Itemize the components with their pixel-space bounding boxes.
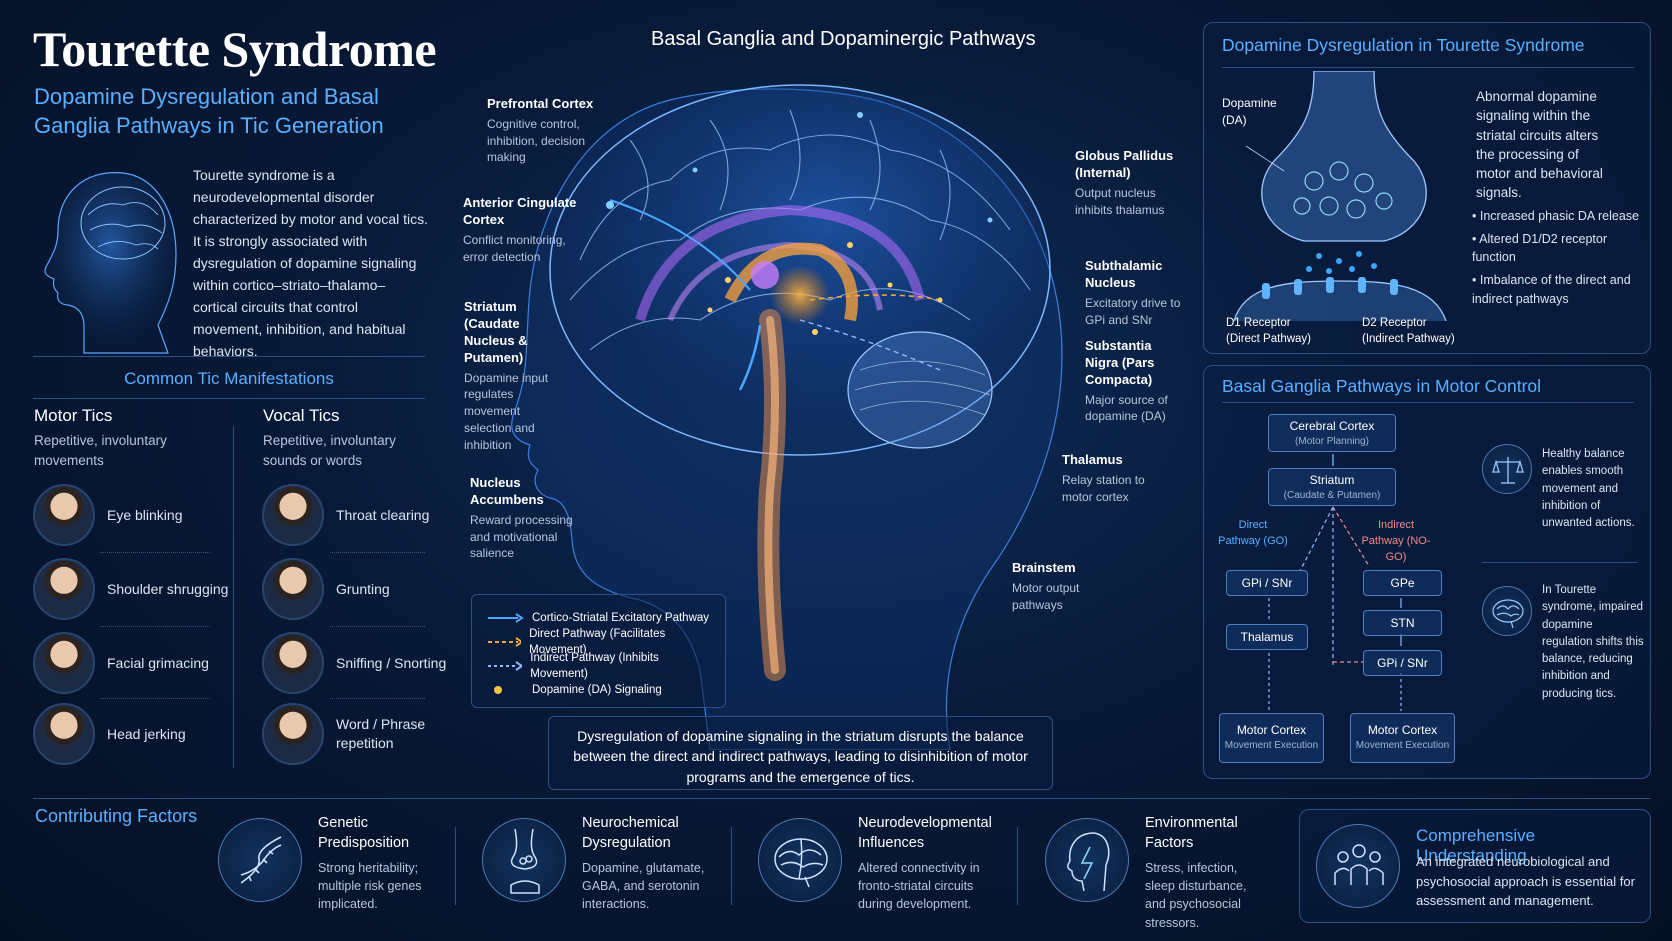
label-subthalamic-nucleus: Subthalamic Nucleus Excitatory drive to … [1085, 258, 1181, 327]
flow-gpe: GPe [1363, 570, 1442, 596]
synapse-illustration [1233, 71, 1447, 321]
legend-item-indirect: Indirect Pathway (Inhibits Movement) [486, 652, 711, 680]
head-lightning-icon [1045, 818, 1129, 902]
vocal-tics-title: Vocal Tics [263, 406, 340, 425]
avatar [33, 558, 95, 620]
label-substantia-nigra: Substantia Nigra (Pars Compacta) Major s… [1085, 338, 1168, 424]
dopamine-panel-desc: Abnormal dopamine signaling within the s… [1476, 89, 1603, 201]
factors-heading: Contributing Factors [35, 806, 198, 826]
arrow-icon [488, 661, 523, 671]
d2-receptor-label: D2 Receptor (Indirect Pathway) [1362, 317, 1455, 346]
tic-vocal-4: Word / Phrase repetition [262, 703, 436, 765]
legend-item-cortico-striatal: Cortico-Striatal Excitatory Pathway [486, 606, 711, 630]
page-title: Tourette Syndrome [33, 21, 437, 77]
factor-genetic: Genetic Predisposition Strong heritabili… [318, 815, 422, 912]
direct-pathway-label: Direct Pathway (GO) [1218, 519, 1288, 547]
vocal-tics-desc: Repetitive, involuntary sounds or words [263, 433, 396, 468]
brain-illustration [511, 84, 1063, 750]
pathway-connectors [1268, 454, 1402, 711]
head-brain-icon [44, 172, 177, 354]
factor-environmental: Environmental Factors Stress, infection,… [1145, 815, 1247, 930]
tic-motor-3: Facial grimacing [33, 632, 209, 694]
brain-title: Basal Ganglia and Dopaminergic Pathways [651, 28, 1036, 50]
healthy-balance-text: Healthy balance enables smooth movement … [1542, 448, 1635, 529]
pathways-panel-title: Basal Ganglia Pathways in Motor Control [1222, 376, 1542, 396]
label-prefrontal-cortex: Prefrontal Cortex Cognitive control, inh… [487, 96, 594, 165]
dopamine-panel: Dopamine Dysregulation in Tourette Syndr… [1203, 22, 1651, 354]
d1-receptor-label: D1 Receptor (Direct Pathway) [1226, 317, 1311, 346]
flow-cerebral-cortex: Cerebral Cortex(Motor Planning) [1268, 414, 1396, 452]
arrow-icon [488, 613, 524, 623]
tourette-balance-text: In Tourette syndrome, impaired dopamine … [1542, 584, 1644, 700]
flow-gpi-snr-indirect: GPi / SNr [1363, 650, 1442, 676]
tic-vocal-2: Grunting [262, 558, 390, 620]
label-nucleus-accumbens: Nucleus Accumbens Reward processing and … [470, 475, 573, 561]
label-globus-pallidus: Globus Pallidus (Internal) Output nucleu… [1075, 148, 1174, 217]
comprehensive-panel: Comprehensive Understanding An integrate… [1299, 809, 1651, 923]
dna-icon [218, 818, 302, 902]
tic-motor-4: Head jerking [33, 703, 186, 765]
dot-icon [494, 686, 502, 694]
legend-item-direct: Direct Pathway (Facilitates Movement) [486, 628, 711, 656]
bullet-item: • Increased phasic DA release [1472, 209, 1639, 223]
motor-tics-title: Motor Tics [34, 406, 113, 425]
subtitle-line-2: Ganglia Pathways in Tic Generation [34, 113, 384, 139]
avatar [33, 632, 95, 694]
avatar [262, 484, 324, 546]
tic-motor-2: Shoulder shrugging [33, 558, 228, 620]
legend-item-dopamine: Dopamine (DA) Signaling [486, 678, 711, 702]
factor-neurodevelopmental: Neurodevelopmental Influences Altered co… [858, 815, 992, 912]
avatar [33, 484, 95, 546]
factor-neurochemical: Neurochemical Dysregulation Dopamine, gl… [582, 815, 705, 912]
bullet-item: • Imbalance of the direct and indirect p… [1472, 273, 1631, 306]
indirect-pathway-label: Indirect Pathway (NO-GO) [1361, 519, 1431, 563]
avatar [33, 703, 95, 765]
da-label: Dopamine (DA) [1222, 96, 1277, 127]
comprehensive-desc: An integrated neurobiological and psycho… [1416, 854, 1635, 908]
flow-gpi-snr-direct: GPi / SNr [1226, 570, 1308, 596]
bullet-item: • Altered D1/D2 receptor function [1472, 232, 1608, 265]
motor-tics-desc: Repetitive, involuntary movements [34, 433, 167, 468]
brain-icon [1482, 586, 1532, 636]
scales-icon [1482, 444, 1532, 494]
avatar [262, 632, 324, 694]
flow-striatum: Striatum(Caudate & Putamen) [1268, 468, 1396, 506]
synapse-icon [482, 818, 566, 902]
arrow-icon [488, 637, 522, 647]
team-icon [1316, 824, 1400, 908]
intro-text: Tourette syndrome is a neurodevelopmenta… [193, 167, 428, 359]
label-anterior-cingulate: Anterior Cingulate Cortex Conflict monit… [463, 195, 577, 264]
tic-vocal-1: Throat clearing [262, 484, 429, 546]
label-thalamus: Thalamus Relay station to motor cortex [1062, 452, 1145, 504]
flow-stn: STN [1363, 610, 1442, 636]
label-brainstem: Brainstem Motor output pathways [1012, 560, 1080, 612]
tics-heading: Common Tic Manifestations [124, 369, 334, 388]
dopamine-panel-title: Dopamine Dysregulation in Tourette Syndr… [1222, 35, 1585, 55]
subtitle-line-1: Dopamine Dysregulation and Basal [34, 84, 379, 109]
pathways-panel: Basal Ganglia Pathways in Motor Control … [1203, 365, 1651, 779]
avatar [262, 703, 324, 765]
dopamine-bullets: • Increased phasic DA release • Altered … [1472, 207, 1650, 313]
brain-icon [758, 818, 842, 902]
tic-motor-1: Eye blinking [33, 484, 183, 546]
avatar [262, 558, 324, 620]
tic-vocal-3: Sniffing / Snorting [262, 632, 446, 694]
label-striatum: Striatum (Caudate Nucleus & Putamen) Dop… [464, 299, 549, 452]
brain-summary: Dysregulation of dopamine signaling in t… [548, 716, 1053, 790]
flow-thalamus: Thalamus [1226, 624, 1308, 650]
brain-legend: Cortico-Striatal Excitatory Pathway Dire… [471, 594, 726, 708]
comprehensive-title: Comprehensive Understanding [1416, 826, 1536, 865]
page-subtitle: Dopamine Dysregulation and Basal Ganglia… [34, 82, 384, 141]
